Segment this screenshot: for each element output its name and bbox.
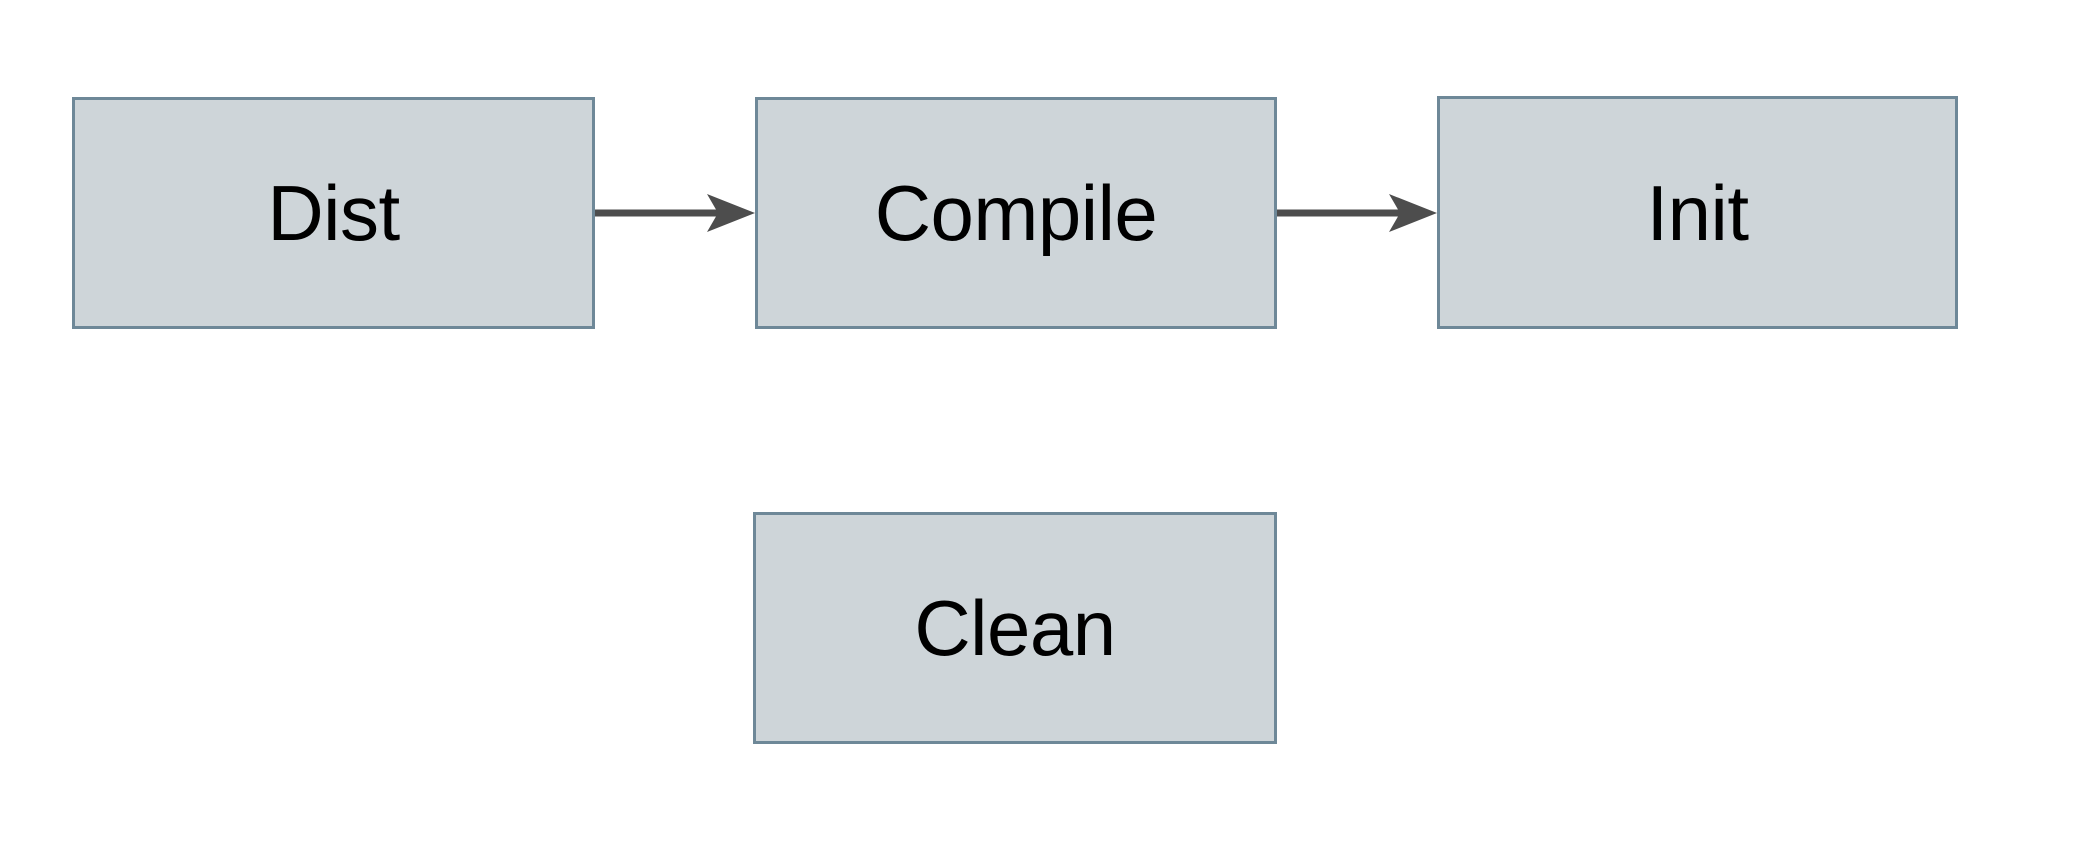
- node-init-label: Init: [1646, 168, 1749, 257]
- node-dist-label: Dist: [267, 169, 400, 257]
- edge-dist-to-compile[interactable]: [595, 194, 755, 232]
- node-clean[interactable]: Clean: [753, 512, 1277, 744]
- node-clean-label: Clean: [914, 584, 1116, 672]
- edge-compile-to-init[interactable]: [1277, 194, 1437, 232]
- node-compile-label: Compile: [874, 169, 1158, 257]
- node-init[interactable]: Init: [1437, 96, 1958, 329]
- node-compile[interactable]: Compile: [755, 97, 1277, 329]
- node-dist[interactable]: Dist: [72, 97, 595, 329]
